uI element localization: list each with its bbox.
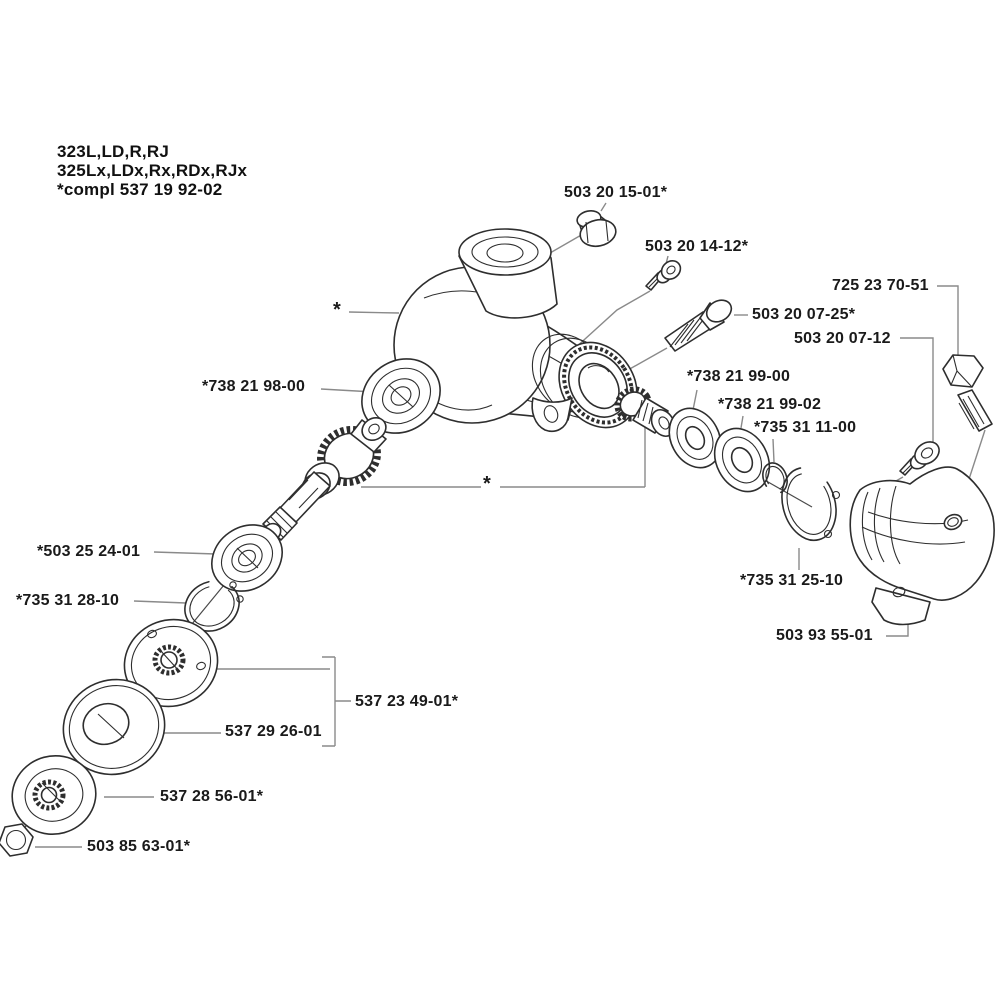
crown-gear-drawing [317, 417, 387, 487]
bearing-pinion-inner-drawing [713, 427, 771, 493]
complete-assembly-note: *compl 537 19 92-02 [57, 180, 223, 199]
bearing-pinion-outer-drawing [668, 407, 722, 469]
model-list-line1: 323L,LD,R,RJ [57, 142, 169, 161]
output-shaft-drawing [262, 462, 340, 542]
part-label-guard-cover: 503 93 55-01 [776, 627, 873, 644]
guard-cover-drawing [849, 466, 995, 626]
support-flange-drawing [11, 754, 97, 836]
part-label-holder-assembly: 537 23 49-01* [355, 693, 459, 710]
screw-guard-drawing [899, 441, 940, 476]
bolt-housing-drawing [664, 299, 733, 352]
part-label-plug: 503 20 15-01* [564, 184, 668, 201]
support-cup-drawing [62, 678, 166, 776]
bearing-upper-drawing [361, 358, 441, 434]
part-label-bolt-guard-long: 725 23 70-51 [832, 277, 929, 294]
assembly-asterisk-marker: * [483, 473, 491, 495]
pinion-gear-drawing [614, 386, 676, 438]
bolt-guard-long-drawing [942, 354, 993, 517]
snap-ring-lower-drawing [184, 580, 244, 632]
gearbox-housing-drawing [393, 228, 638, 433]
drive-disc-drawing [123, 618, 219, 708]
part-label-retaining-ring-small: *735 31 11-00 [754, 419, 857, 436]
snap-ring-pinion-drawing [781, 466, 841, 542]
bearing-lower-drawing [211, 524, 283, 592]
nut-drawing [0, 823, 34, 857]
part-label-bearing-upper: *738 21 98-00 [202, 378, 306, 395]
part-label-support-cup: 537 29 26-01 [225, 723, 322, 740]
leader-lines [35, 202, 959, 848]
part-label-bearing-lower: *503 25 24-01 [37, 543, 141, 560]
plug-drawing [576, 209, 617, 248]
part-label-bearing-pinion-outer: *738 21 99-00 [687, 368, 791, 385]
part-label-snap-ring-pinion: *735 31 25-10 [740, 572, 844, 589]
part-label-snap-ring-lower: *735 31 28-10 [16, 592, 120, 609]
part-label-bolt-housing: 503 20 07-25* [752, 306, 856, 323]
part-label-screw-top: 503 20 14-12* [645, 238, 749, 255]
part-label-screw-guard: 503 20 07-12 [794, 330, 891, 347]
title-block: 323L,LD,R,RJ 325Lx,LDx,Rx,RDx,RJx *compl… [57, 142, 247, 199]
screw-top-drawing [645, 260, 682, 291]
part-label-support-flange: 537 28 56-01* [160, 788, 264, 805]
model-list-line2: 325Lx,LDx,Rx,RDx,RJx [57, 161, 248, 180]
housing-asterisk-marker: * [333, 299, 341, 321]
retaining-ring-small-drawing [762, 462, 788, 494]
part-label-bearing-pinion-inner: *738 21 99-02 [718, 396, 822, 413]
part-label-nut: 503 85 63-01* [87, 838, 191, 855]
